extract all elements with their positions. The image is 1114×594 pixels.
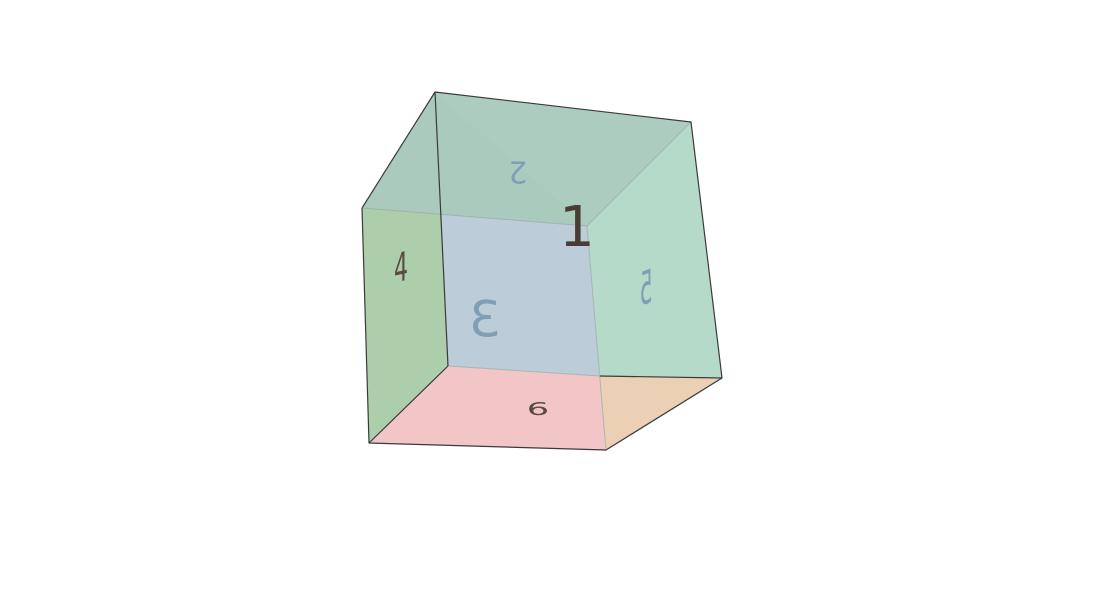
cube-inner-edge [447,365,601,377]
cube-edge [368,365,449,444]
cube-edge [434,91,449,367]
face-number-left: 4 [394,243,408,293]
cube-face-bottom-right [600,376,722,450]
face-number-right: 5 [639,258,652,318]
face-number-bottom: 6 [527,399,549,420]
cube-face-right [587,122,722,378]
face-number-front: 1 [559,195,595,260]
cube-edge [599,375,723,379]
cube-face-bottom [369,366,606,450]
face-number-back: 3 [469,291,501,349]
cube-inner-edge [586,225,607,451]
cube-face-top [362,92,691,226]
face-number-top: 2 [508,154,527,189]
